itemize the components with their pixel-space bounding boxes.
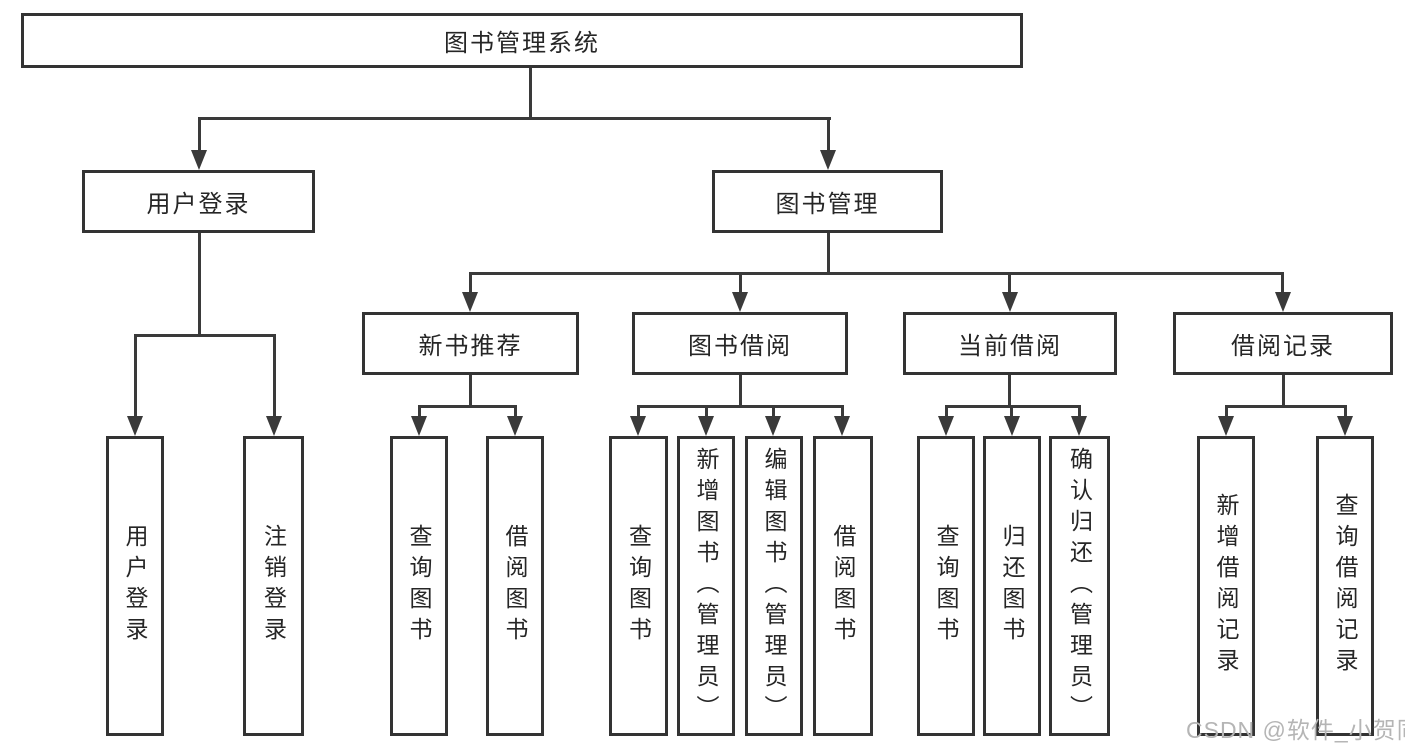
node-book-management: 图书管理 bbox=[712, 170, 943, 233]
leaf-borrow-books-recommend: 借阅图书 bbox=[486, 436, 544, 736]
arrow-down-icon bbox=[191, 150, 207, 170]
node-book-borrowing: 图书借阅 bbox=[632, 312, 848, 375]
node-borrowing-records: 借阅记录 bbox=[1173, 312, 1393, 375]
node-label: 图书管理 bbox=[775, 191, 880, 218]
node-label: 新书推荐 bbox=[418, 333, 523, 360]
connector-line bbox=[198, 117, 201, 152]
node-label: 当前借阅 bbox=[958, 333, 1062, 360]
arrow-down-icon bbox=[820, 150, 836, 170]
connector-line bbox=[1281, 272, 1284, 294]
connector-line bbox=[772, 405, 775, 418]
leaf-label: 查询借阅记录 bbox=[1332, 493, 1358, 679]
connector-line bbox=[1078, 405, 1081, 418]
arrow-down-icon bbox=[1337, 416, 1353, 436]
node-book-management-system: 图书管理系统 bbox=[21, 13, 1023, 68]
connector-line bbox=[198, 233, 201, 337]
node-label: 借阅记录 bbox=[1231, 333, 1335, 360]
node-label: 图书借阅 bbox=[688, 333, 792, 360]
arrow-down-icon bbox=[1275, 292, 1291, 312]
leaf-return-books: 归还图书 bbox=[983, 436, 1041, 736]
leaf-label: 借阅图书 bbox=[830, 524, 856, 648]
connector-line bbox=[1225, 405, 1228, 418]
connector-line bbox=[198, 117, 831, 120]
leaf-query-borrow-record: 查询借阅记录 bbox=[1316, 436, 1374, 736]
leaf-label: 新增借阅记录 bbox=[1213, 493, 1239, 679]
arrow-down-icon bbox=[127, 416, 143, 436]
connector-line bbox=[1008, 375, 1011, 408]
connector-line bbox=[637, 405, 640, 418]
connector-line bbox=[469, 272, 1284, 275]
connector-line bbox=[514, 405, 517, 418]
leaf-label: 借阅图书 bbox=[502, 524, 528, 648]
leaf-add-borrow-record: 新增借阅记录 bbox=[1197, 436, 1255, 736]
arrow-down-icon bbox=[1071, 416, 1087, 436]
leaf-label: 编辑图书（管理员） bbox=[761, 446, 787, 726]
leaf-label: 查询图书 bbox=[625, 524, 652, 648]
connector-line bbox=[1344, 405, 1347, 418]
connector-line bbox=[1282, 375, 1285, 408]
connector-line bbox=[945, 405, 948, 418]
arrow-down-icon bbox=[938, 416, 954, 436]
leaf-label: 新增图书（管理员） bbox=[693, 446, 719, 726]
arrow-down-icon bbox=[698, 416, 714, 436]
connector-line bbox=[273, 334, 276, 416]
connector-line bbox=[739, 272, 742, 294]
arrow-down-icon bbox=[1218, 416, 1234, 436]
connector-line bbox=[1010, 405, 1013, 418]
arrow-down-icon bbox=[1002, 292, 1018, 312]
connector-line bbox=[134, 334, 276, 337]
leaf-query-books-current: 查询图书 bbox=[917, 436, 975, 736]
arrow-down-icon bbox=[462, 292, 478, 312]
leaf-query-books-borrowing: 查询图书 bbox=[609, 436, 668, 736]
connector-line bbox=[827, 117, 830, 152]
leaf-logout: 注销登录 bbox=[243, 436, 304, 736]
arrow-down-icon bbox=[732, 292, 748, 312]
connector-line bbox=[1008, 272, 1011, 294]
arrow-down-icon bbox=[507, 416, 523, 436]
connector-line bbox=[637, 405, 844, 408]
connector-line bbox=[418, 405, 421, 418]
connector-line bbox=[705, 405, 708, 418]
arrow-down-icon bbox=[765, 416, 781, 436]
leaf-label: 归还图书 bbox=[999, 524, 1025, 648]
connector-line bbox=[739, 375, 742, 408]
connector-line bbox=[469, 375, 472, 408]
arrow-down-icon bbox=[1004, 416, 1020, 436]
arrow-down-icon bbox=[630, 416, 646, 436]
node-label: 用户登录 bbox=[146, 191, 251, 218]
leaf-label: 查询图书 bbox=[933, 524, 959, 648]
leaf-user-login: 用户登录 bbox=[106, 436, 164, 736]
connector-line bbox=[841, 405, 844, 418]
leaf-query-books-recommend: 查询图书 bbox=[390, 436, 448, 736]
connector-line bbox=[418, 405, 517, 408]
connector-line bbox=[134, 334, 137, 416]
csdn-watermark: CSDN @软件_小贺同学 bbox=[1186, 717, 1405, 743]
node-current-borrowing: 当前借阅 bbox=[903, 312, 1117, 375]
node-label: 图书管理系统 bbox=[444, 30, 600, 57]
connector-line bbox=[827, 233, 830, 274]
connector-line bbox=[529, 68, 532, 118]
node-new-book-recommend: 新书推荐 bbox=[362, 312, 579, 375]
leaf-confirm-return-admin: 确认归还（管理员） bbox=[1049, 436, 1110, 736]
leaf-add-books-admin: 新增图书（管理员） bbox=[677, 436, 735, 736]
arrow-down-icon bbox=[266, 416, 282, 436]
connector-line bbox=[469, 272, 472, 294]
connector-line bbox=[1225, 405, 1347, 408]
leaf-edit-books-admin: 编辑图书（管理员） bbox=[745, 436, 803, 736]
leaf-label: 注销登录 bbox=[260, 524, 287, 648]
leaf-label: 用户登录 bbox=[122, 524, 148, 648]
leaf-label: 确认归还（管理员） bbox=[1066, 446, 1093, 726]
connector-line bbox=[945, 405, 1081, 408]
arrow-down-icon bbox=[834, 416, 850, 436]
leaf-borrow-books-borrowing: 借阅图书 bbox=[813, 436, 873, 736]
leaf-label: 查询图书 bbox=[406, 524, 432, 648]
arrow-down-icon bbox=[411, 416, 427, 436]
node-user-login: 用户登录 bbox=[82, 170, 315, 233]
